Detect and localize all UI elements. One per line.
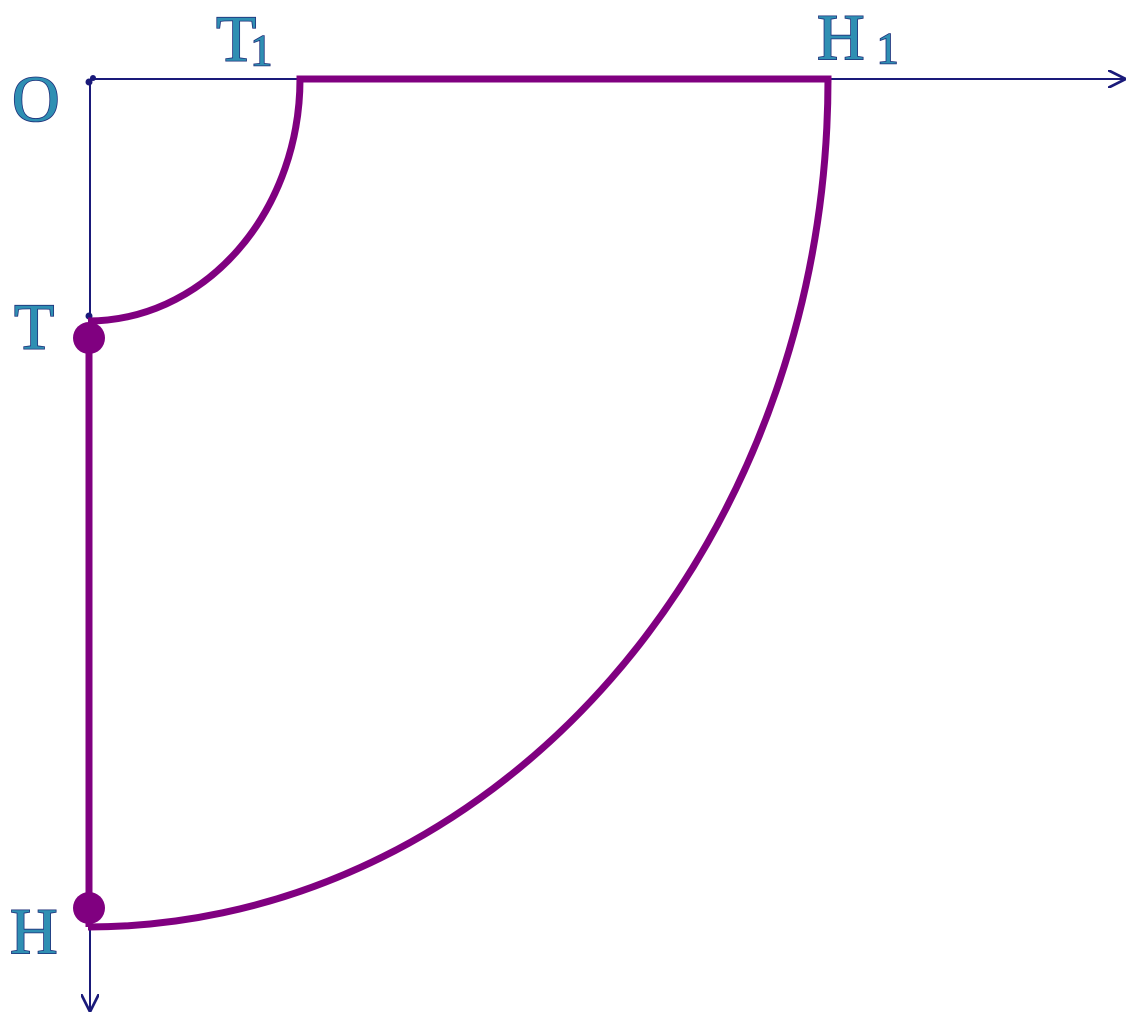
label-t1: T1 [216, 3, 272, 76]
inner-arc-t1-t [87, 78, 304, 325]
label-t: T [14, 291, 54, 364]
point-t-marker [73, 322, 105, 354]
label-t1-subscript: 1 [250, 26, 272, 75]
label-h1-main: H [817, 1, 865, 74]
origin-dot-secondary [90, 75, 96, 81]
point-h-marker [73, 892, 105, 924]
label-h1-subscript: 1 [877, 24, 899, 73]
origin-dot [85, 78, 93, 86]
label-h: H [10, 895, 58, 968]
label-t1-main: T [216, 3, 256, 76]
outer-arc-h1-h [87, 78, 832, 931]
label-origin: O [12, 63, 60, 136]
